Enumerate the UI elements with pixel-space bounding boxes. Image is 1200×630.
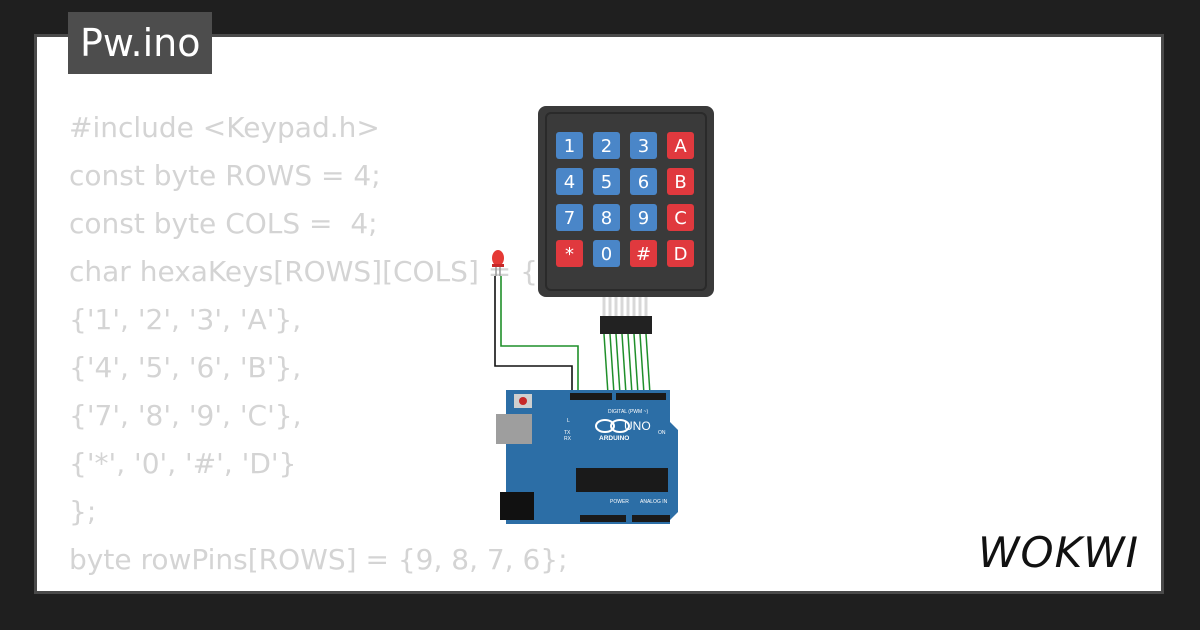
ribbon-pin <box>602 297 606 316</box>
wokwi-logo: WOKWI <box>978 528 1139 577</box>
keypad-key-hash[interactable]: # <box>630 240 657 267</box>
keypad-key-label: * <box>565 244 574 265</box>
led-signal-wire <box>500 276 579 394</box>
keypad-key-D[interactable]: D <box>667 240 694 267</box>
code-line: const byte ROWS = 4; <box>69 159 381 192</box>
ribbon-pin <box>608 297 612 316</box>
ribbon-pin <box>644 297 648 316</box>
keypad-key-label: 8 <box>601 208 612 229</box>
l-label: L <box>567 418 570 424</box>
keypad-wire <box>603 333 609 395</box>
keypad-wire <box>615 333 621 395</box>
keypad-key-label: 3 <box>638 136 649 157</box>
keypad-border <box>545 112 707 291</box>
keypad-wire <box>639 333 645 395</box>
keypad-key-label: 9 <box>638 208 649 229</box>
code-line: byte rowPins[ROWS] = {9, 8, 7, 6}; <box>69 543 568 576</box>
code-line: {'1', '2', '3', 'A'}, <box>69 303 302 336</box>
brand-text: WOKWI <box>978 528 1139 577</box>
arduino-board[interactable]: UNO ARDUINO DIGITAL (PWM ~) POWER ANALOG… <box>496 390 678 524</box>
connector-header <box>600 316 652 334</box>
digital-header-left <box>570 393 612 400</box>
keypad-key-label: 7 <box>564 208 575 229</box>
on-label: ON <box>658 430 666 436</box>
keypad-key-9[interactable]: 9 <box>630 204 657 231</box>
code-listing: #include <Keypad.h> const byte ROWS = 4; c… <box>69 104 568 591</box>
analog-header <box>632 515 670 522</box>
code-line: char hexaKeys[ROWS][COLS] = { <box>69 255 538 288</box>
board-brand-label: ARDUINO <box>599 435 629 442</box>
board-model-label: UNO <box>624 419 651 433</box>
keypad-key-label: C <box>674 208 687 229</box>
code-line: {'4', '5', '6', 'B'}, <box>69 351 302 384</box>
power-header <box>580 515 626 522</box>
keypad-key-5[interactable]: 5 <box>593 168 620 195</box>
keypad-key-6[interactable]: 6 <box>630 168 657 195</box>
keypad-key-4[interactable]: 4 <box>556 168 583 195</box>
led[interactable] <box>492 250 504 276</box>
keypad-key-label: B <box>674 172 686 193</box>
ribbon-pin <box>620 297 624 316</box>
microcontroller-chip <box>576 468 668 492</box>
keypad-wire <box>645 333 651 395</box>
keypad-key-B[interactable]: B <box>667 168 694 195</box>
ribbon-pin <box>632 297 636 316</box>
keypad-key-label: D <box>674 244 688 265</box>
keypad-key-label: 6 <box>638 172 649 193</box>
keypad-wire <box>633 333 639 395</box>
keypad-connector <box>600 297 652 334</box>
keypad-wire <box>621 333 627 395</box>
keypad-key-3[interactable]: 3 <box>630 132 657 159</box>
keypad-key-2[interactable]: 2 <box>593 132 620 159</box>
keypad-key-label: 1 <box>564 136 575 157</box>
keypad-key-label: 5 <box>601 172 612 193</box>
keypad-key-1[interactable]: 1 <box>556 132 583 159</box>
keypad-key-0[interactable]: 0 <box>593 240 620 267</box>
keypad-wire <box>627 333 633 395</box>
code-line: }; <box>69 495 97 528</box>
led-body <box>492 250 504 266</box>
keypad-key-label: # <box>636 244 651 265</box>
power-jack <box>500 492 534 520</box>
digital-header-label: DIGITAL (PWM ~) <box>608 409 648 415</box>
project-title: Pw.ino <box>68 12 213 74</box>
rx-label: RX <box>564 436 572 442</box>
keypad-key-C[interactable]: C <box>667 204 694 231</box>
keypad-key-8[interactable]: 8 <box>593 204 620 231</box>
digital-header-right <box>616 393 666 400</box>
keypad-key-label: 2 <box>601 136 612 157</box>
keypad-keys: 1 2 3 A 4 5 6 B 7 8 9 C * 0 # D <box>556 132 694 267</box>
ribbon-pin <box>614 297 618 316</box>
keypad-key-A[interactable]: A <box>667 132 694 159</box>
code-line: const byte COLS = 4; <box>69 207 378 240</box>
code-line: {'7', '8', '9', 'C'}, <box>69 399 302 432</box>
keypad-key-star[interactable]: * <box>556 240 583 267</box>
keypad-key-label: A <box>674 136 687 157</box>
keypad-key-7[interactable]: 7 <box>556 204 583 231</box>
power-label: POWER <box>610 499 629 505</box>
keypad-key-label: 0 <box>601 244 612 265</box>
arduino-logo-icon <box>595 419 630 433</box>
ribbon-pin <box>626 297 630 316</box>
code-line: {'*', '0', '#', 'D'} <box>69 447 297 480</box>
ribbon-pin <box>638 297 642 316</box>
led-ground-wire <box>494 276 573 394</box>
keypad-key-label: 4 <box>564 172 575 193</box>
analog-label: ANALOG IN <box>640 499 668 505</box>
usb-port <box>496 414 532 444</box>
reset-button <box>519 397 527 405</box>
keypad-wire <box>609 333 615 395</box>
keypad-wires <box>603 333 651 395</box>
tx-label: TX <box>564 430 571 436</box>
keypad[interactable]: 1 2 3 A 4 5 6 B 7 8 9 C * 0 # D <box>538 106 714 297</box>
code-line: #include <Keypad.h> <box>69 111 380 144</box>
